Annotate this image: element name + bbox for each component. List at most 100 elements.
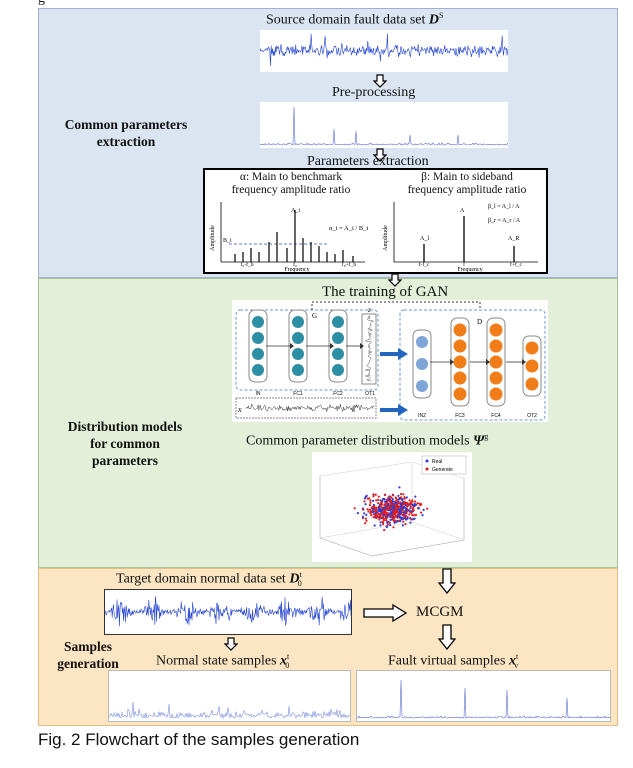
generated-point <box>403 496 406 499</box>
header-fragment: g <box>38 0 45 7</box>
generated-point <box>413 514 416 517</box>
generated-point <box>390 496 393 499</box>
generated-point <box>385 519 388 522</box>
real-point <box>365 513 368 516</box>
real-point <box>379 504 382 507</box>
real-point <box>400 502 403 505</box>
generated-point <box>402 516 406 520</box>
generated-point <box>396 506 399 509</box>
svg-text:G: G <box>312 312 317 320</box>
generated-point <box>393 511 396 514</box>
source-signal-plot <box>260 30 508 72</box>
alpha-ylabel: Amplitude <box>210 225 216 251</box>
beta-xtick: f+f_c <box>510 261 523 268</box>
normal-samples-text: Normal state samples <box>156 653 281 669</box>
gan-node <box>453 339 467 353</box>
gan-node <box>332 348 344 360</box>
generated-point <box>377 502 380 505</box>
generated-point <box>411 508 415 511</box>
real-point <box>405 518 408 521</box>
real-point <box>391 516 394 519</box>
generated-point <box>389 506 392 509</box>
generated-point <box>372 493 375 496</box>
real-point <box>399 505 402 508</box>
generated-point <box>383 529 386 532</box>
real-point <box>411 503 414 507</box>
generated-point <box>386 523 389 526</box>
beta-title-line1: β: Main to sideband <box>421 171 513 183</box>
generated-point <box>380 501 383 504</box>
real-point <box>363 497 366 500</box>
gan-node <box>252 364 264 376</box>
generated-point <box>414 500 417 503</box>
stage-extraction-line1: Common parameters <box>64 117 188 132</box>
stage-extraction-line2: extraction <box>96 134 156 149</box>
generated-point <box>404 514 407 517</box>
generated-point <box>387 499 390 502</box>
generated-point <box>408 499 411 502</box>
preprocessing-label: Pre-processing <box>332 85 416 100</box>
generated-point <box>374 493 377 496</box>
generated-point <box>367 510 370 513</box>
generated-point <box>396 504 399 507</box>
real-point <box>385 525 388 529</box>
distribution-models-text: Common parameter distribution models <box>246 433 474 449</box>
generated-point <box>391 503 394 506</box>
target-dataset-superscript: t <box>299 570 302 579</box>
alpha-peak-label: A_i <box>291 208 300 214</box>
real-point <box>386 504 389 507</box>
real-point <box>386 521 389 524</box>
generated-point <box>394 513 397 516</box>
beta-formula-2: β_r = A_r / A <box>488 218 521 224</box>
gan-node <box>292 316 304 328</box>
generated-point <box>378 518 381 521</box>
generated-point <box>377 498 380 501</box>
generated-point <box>362 508 365 511</box>
beta-peak-label: A <box>460 208 465 214</box>
real-point <box>396 515 399 518</box>
gan-node <box>453 323 467 337</box>
generated-point <box>375 506 378 509</box>
stage-distribution-line3: parameters <box>92 453 158 468</box>
fault-samples-symbol: x <box>508 653 516 669</box>
generated-point <box>389 515 392 518</box>
real-point <box>373 524 376 527</box>
real-point <box>401 524 404 527</box>
generated-point <box>385 517 388 520</box>
gan-node <box>489 323 503 337</box>
generated-point <box>418 502 421 505</box>
gan-node <box>489 339 503 353</box>
generated-point <box>409 501 412 504</box>
generated-point <box>372 495 375 498</box>
generated-point <box>383 493 386 497</box>
beta-left-label: A_l <box>420 236 429 242</box>
stage-distribution-line2: for common <box>90 436 160 451</box>
alpha-title-line2: frequency amplitude ratio <box>231 184 351 196</box>
gan-node <box>525 359 539 373</box>
generated-point <box>375 499 378 502</box>
svg-text:x: x <box>237 405 242 414</box>
gan-layer-label: IN <box>256 391 261 397</box>
real-point <box>391 498 394 501</box>
gan-node <box>525 341 539 355</box>
gan-node <box>489 387 503 401</box>
real-point <box>375 511 378 514</box>
generated-point <box>400 496 403 499</box>
generated-point <box>402 520 405 523</box>
gan-node <box>332 364 344 376</box>
generated-point <box>377 495 380 498</box>
real-point <box>372 499 375 502</box>
real-point <box>399 511 402 514</box>
generated-point <box>384 511 388 515</box>
normal-samples-subscript: 0 <box>285 661 290 671</box>
real-point <box>414 495 417 498</box>
alpha-base-label: B_i <box>223 238 232 244</box>
real-point <box>382 513 385 516</box>
beta-title-line2: frequency amplitude ratio <box>407 184 527 196</box>
generated-point <box>366 497 369 500</box>
real-point <box>365 494 368 497</box>
down-arrow-icon <box>438 624 456 650</box>
beta-xlabel: Frequency <box>457 267 482 272</box>
